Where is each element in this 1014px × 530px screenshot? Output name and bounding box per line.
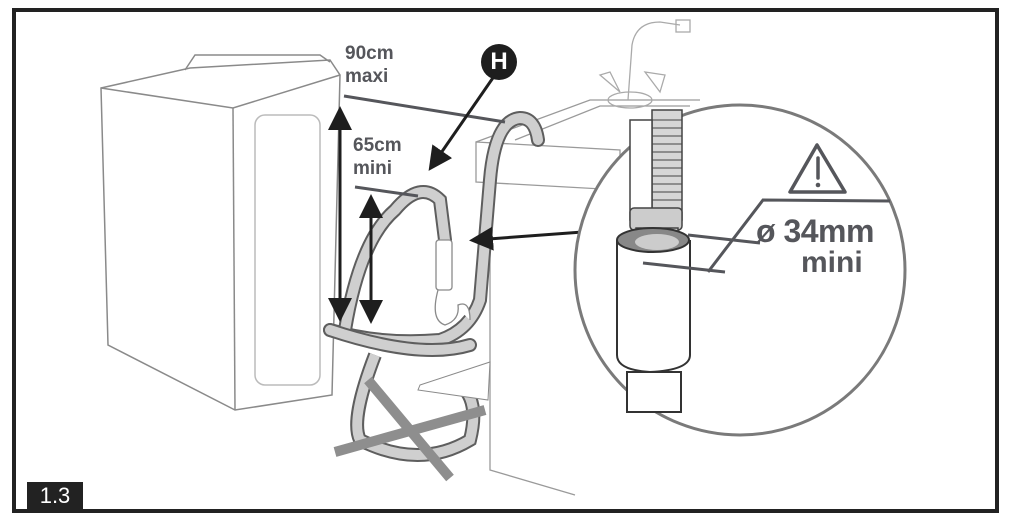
min-height-value: 65cm <box>353 135 402 156</box>
standpipe <box>616 227 691 413</box>
component-marker-badge: H <box>481 44 517 80</box>
drain-hose <box>323 110 545 357</box>
faucet-icon <box>598 19 691 109</box>
min-height-label: 65cm mini <box>353 136 402 182</box>
height-arrows <box>328 106 383 324</box>
pipe-diameter-qualifier: mini <box>801 246 863 279</box>
max-height-label: 90cm maxi <box>345 44 394 90</box>
warning-triangle-icon <box>788 143 847 194</box>
cross-out-icon <box>333 376 487 482</box>
figure-number-badge: 1.3 <box>27 482 83 509</box>
detail-magnifier <box>573 103 907 437</box>
washing-machine <box>100 54 341 411</box>
pipe-diameter-value: ø 34mm <box>756 213 874 249</box>
corrugated-hose <box>629 109 683 221</box>
max-height-qualifier: maxi <box>345 66 389 87</box>
min-height-qualifier: mini <box>353 158 393 179</box>
height-markers <box>343 94 506 198</box>
siphon-trap <box>434 239 471 326</box>
max-height-value: 90cm <box>345 43 394 64</box>
sink-cabinet <box>475 99 700 496</box>
